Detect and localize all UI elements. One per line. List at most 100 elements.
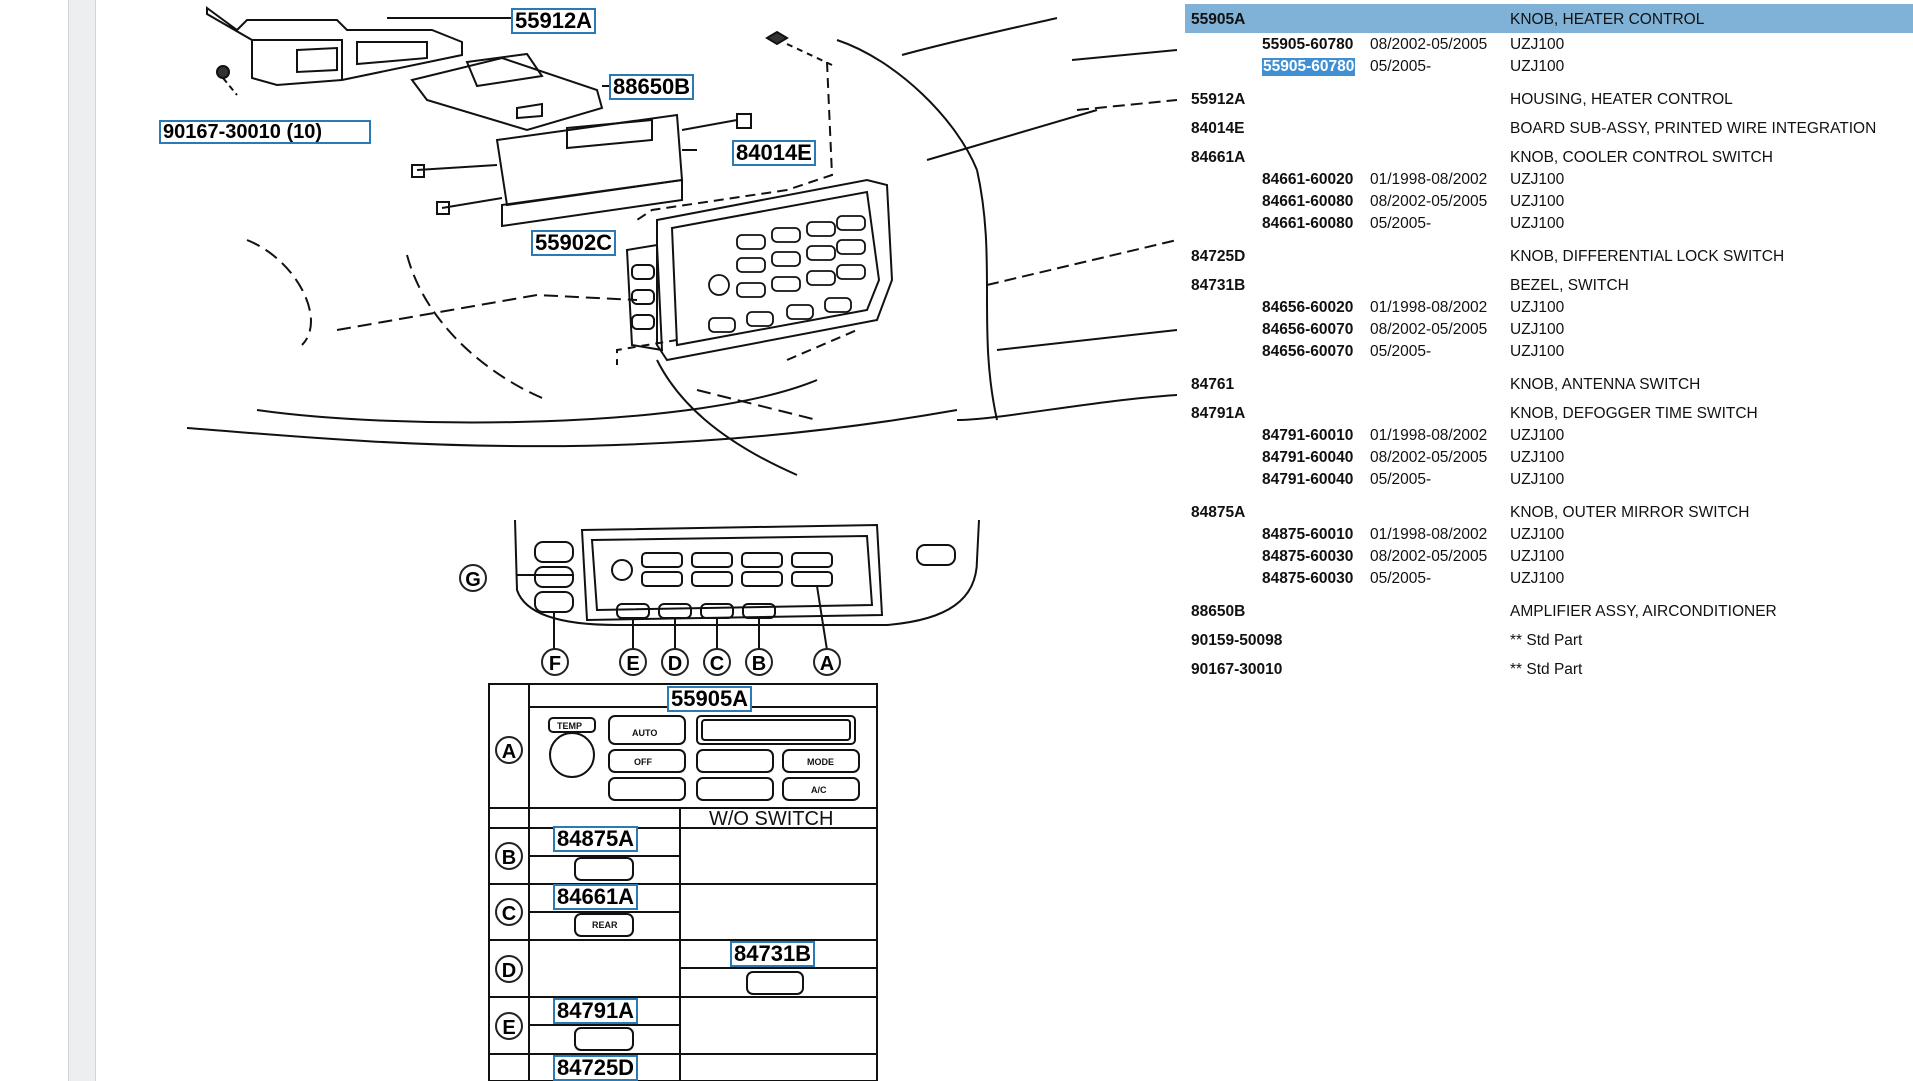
variant-part-number[interactable]: 84791-60040 xyxy=(1262,471,1354,488)
variant-part-number[interactable]: 84875-60010 xyxy=(1262,526,1354,543)
part-description: KNOB, DIFFERENTIAL LOCK SWITCH xyxy=(1510,248,1785,265)
callout-90167-30010[interactable]: 90167-30010 (10) xyxy=(159,120,371,144)
part-variant-row[interactable]: 84656-60020 01/1998-08/2002 UZJ100 xyxy=(1185,299,1913,321)
variant-model: UZJ100 xyxy=(1510,548,1565,565)
part-number[interactable]: 90167-30010 xyxy=(1191,661,1283,678)
letter-e: E xyxy=(619,648,647,676)
variant-part-number[interactable]: 84656-60070 xyxy=(1262,321,1354,338)
part-description: KNOB, HEATER CONTROL xyxy=(1510,11,1705,28)
parts-diagram: TEMP AUTO OFF MODE A/C REAR W/O SWITCH G… xyxy=(97,0,1185,1081)
diagram-drawing: TEMP AUTO OFF MODE A/C REAR W/O SWITCH xyxy=(186,6,1178,1081)
part-number[interactable]: 84761 xyxy=(1191,376,1235,393)
variant-model: UZJ100 xyxy=(1510,215,1565,232)
callout-84731B[interactable]: 84731B xyxy=(730,941,816,967)
part-number[interactable]: 84875A xyxy=(1191,504,1246,521)
variant-part-number[interactable]: 84661-60020 xyxy=(1262,171,1354,188)
part-description: ** Std Part xyxy=(1510,632,1583,649)
part-number[interactable]: 84661A xyxy=(1191,149,1246,166)
table-letter-c: C xyxy=(495,898,523,926)
part-description: KNOB, ANTENNA SWITCH xyxy=(1510,376,1701,393)
variant-date-range: 05/2005- xyxy=(1370,343,1432,360)
variant-model: UZJ100 xyxy=(1510,58,1565,75)
part-number[interactable]: 84791A xyxy=(1191,405,1246,422)
variant-part-number[interactable]: 84656-60070 xyxy=(1262,343,1354,360)
part-row[interactable]: 90167-30010** Std Part xyxy=(1185,654,1913,684)
part-description: HOUSING, HEATER CONTROL xyxy=(1510,91,1733,108)
variant-model: UZJ100 xyxy=(1510,343,1565,360)
part-number[interactable]: 84731B xyxy=(1191,277,1246,294)
part-number[interactable]: 84725D xyxy=(1191,248,1246,265)
callout-55902C[interactable]: 55902C xyxy=(531,230,617,256)
part-number[interactable]: 90159-50098 xyxy=(1191,632,1283,649)
variant-part-number[interactable]: 55905-60780 xyxy=(1262,58,1356,76)
part-row[interactable]: 84661A KNOB, COOLER CONTROL SWITCH xyxy=(1185,142,1913,172)
part-description: AMPLIFIER ASSY, AIRCONDITIONER xyxy=(1510,603,1777,620)
callout-55905A[interactable]: 55905A xyxy=(667,686,753,712)
part-description: KNOB, DEFOGGER TIME SWITCH xyxy=(1510,405,1758,422)
part-row[interactable]: 84791A KNOB, DEFOGGER TIME SWITCH xyxy=(1185,398,1913,428)
part-variant-row[interactable]: 84656-60070 05/2005- UZJ100 xyxy=(1185,343,1913,365)
variant-date-range: 05/2005- xyxy=(1370,58,1432,75)
callout-88650B[interactable]: 88650B xyxy=(609,74,695,100)
part-variant-row[interactable]: 84656-60070 08/2002-05/2005 UZJ100 xyxy=(1185,321,1913,343)
part-number[interactable]: 84014E xyxy=(1191,120,1245,137)
callout-84661A[interactable]: 84661A xyxy=(553,884,639,910)
callout-84014E[interactable]: 84014E xyxy=(732,140,816,166)
part-number[interactable]: 88650B xyxy=(1191,603,1246,620)
part-row[interactable]: 84761 KNOB, ANTENNA SWITCH xyxy=(1185,369,1913,399)
svg-text:REAR: REAR xyxy=(592,920,618,930)
svg-text:A/C: A/C xyxy=(811,785,827,795)
variant-date-range: 01/1998-08/2002 xyxy=(1370,171,1488,188)
variant-part-number[interactable]: 55905-60780 xyxy=(1262,36,1354,53)
variant-part-number[interactable]: 84875-60030 xyxy=(1262,570,1354,587)
variant-part-number[interactable]: 84791-60040 xyxy=(1262,449,1354,466)
svg-text:OFF: OFF xyxy=(634,757,652,767)
variant-part-number[interactable]: 84791-60010 xyxy=(1262,427,1354,444)
part-row[interactable]: 55905A KNOB, HEATER CONTROL xyxy=(1185,4,1913,33)
part-number[interactable]: 55905A xyxy=(1191,11,1246,28)
part-variant-row[interactable]: 84791-60010 01/1998-08/2002 UZJ100 xyxy=(1185,427,1913,449)
part-row[interactable]: 88650B AMPLIFIER ASSY, AIRCONDITIONER xyxy=(1185,596,1913,626)
variant-part-number[interactable]: 84661-60080 xyxy=(1262,193,1354,210)
variant-date-range: 08/2002-05/2005 xyxy=(1370,36,1488,53)
part-description: KNOB, COOLER CONTROL SWITCH xyxy=(1510,149,1773,166)
part-variant-row[interactable]: 55905-60780 05/2005- UZJ100 xyxy=(1185,58,1913,80)
letter-a: A xyxy=(813,648,841,676)
variant-date-range: 08/2002-05/2005 xyxy=(1370,321,1488,338)
variant-model: UZJ100 xyxy=(1510,321,1565,338)
variant-part-number[interactable]: 84875-60030 xyxy=(1262,548,1354,565)
letter-g: G xyxy=(459,564,487,592)
callout-84725D[interactable]: 84725D xyxy=(553,1055,639,1081)
variant-part-number[interactable]: 84656-60020 xyxy=(1262,299,1354,316)
wo-switch-label: W/O SWITCH xyxy=(709,808,833,830)
callout-55912A[interactable]: 55912A xyxy=(511,8,597,34)
part-number[interactable]: 55912A xyxy=(1191,91,1246,108)
table-letter-d: D xyxy=(495,955,523,983)
variant-model: UZJ100 xyxy=(1510,427,1565,444)
callout-84791A[interactable]: 84791A xyxy=(553,998,639,1024)
table-letter-b: B xyxy=(495,842,523,870)
part-row[interactable]: 55912A HOUSING, HEATER CONTROL xyxy=(1185,84,1913,114)
callout-84875A[interactable]: 84875A xyxy=(553,826,639,852)
variant-date-range: 01/1998-08/2002 xyxy=(1370,427,1488,444)
variant-date-range: 01/1998-08/2002 xyxy=(1370,299,1488,316)
variant-part-number[interactable]: 84661-60080 xyxy=(1262,215,1354,232)
scroll-gutter[interactable] xyxy=(68,0,96,1081)
part-row[interactable]: 84725D KNOB, DIFFERENTIAL LOCK SWITCH xyxy=(1185,241,1913,271)
letter-b: B xyxy=(745,648,773,676)
variant-model: UZJ100 xyxy=(1510,570,1565,587)
variant-model: UZJ100 xyxy=(1510,299,1565,316)
part-row[interactable]: 90159-50098 ** Std Part xyxy=(1185,625,1913,655)
